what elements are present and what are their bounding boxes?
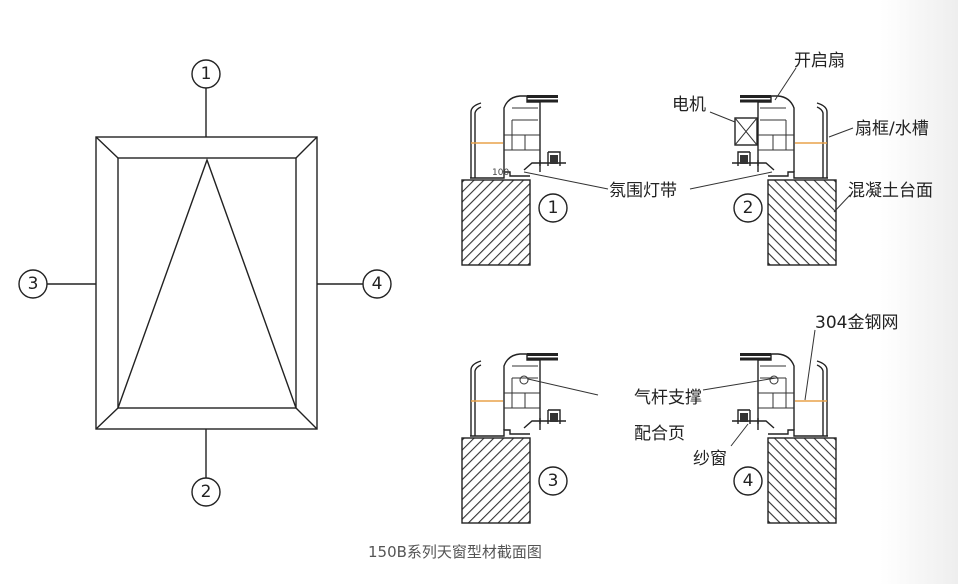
- svg-text:1: 1: [548, 198, 559, 218]
- opening-triangle: [117, 157, 297, 409]
- dimension-text: 100: [492, 168, 509, 178]
- plan-marker-2: 2: [191, 477, 221, 507]
- label-sash: 开启扇: [794, 51, 845, 71]
- label-hinge: 配合页: [634, 424, 685, 444]
- svg-text:2: 2: [201, 482, 212, 502]
- section-4: 4: [731, 352, 837, 524]
- svg-text:2: 2: [743, 198, 754, 218]
- plan-marker-4: 4: [362, 269, 392, 299]
- label-motor: 电机: [672, 95, 706, 115]
- label-concrete: 混凝土台面: [848, 181, 933, 201]
- label-frame-gutter: 扇框/水槽: [855, 119, 929, 139]
- section-2: 2: [731, 94, 837, 266]
- section-3: 3: [461, 352, 568, 524]
- plan-marker-1: 1: [191, 59, 221, 89]
- label-ambient-light: 氛围灯带: [609, 181, 677, 201]
- motor-box: [734, 117, 758, 146]
- svg-text:3: 3: [28, 274, 39, 294]
- label-mesh: 304金钢网: [815, 313, 898, 333]
- plan-view: 1 2 3 4: [18, 59, 392, 507]
- caption: 150B系列天窗型材截面图: [368, 543, 542, 561]
- label-screen: 纱窗: [693, 449, 727, 469]
- svg-text:4: 4: [372, 274, 383, 294]
- section-1: 100 1: [461, 94, 568, 266]
- svg-text:3: 3: [548, 471, 559, 491]
- label-gas-strut: 气杆支撑: [634, 388, 702, 408]
- svg-text:4: 4: [743, 471, 754, 491]
- leader-lines: [523, 67, 854, 447]
- svg-text:1: 1: [201, 64, 212, 84]
- plan-marker-3: 3: [18, 269, 48, 299]
- outer-frame: [95, 136, 318, 430]
- inner-sash: [117, 157, 297, 409]
